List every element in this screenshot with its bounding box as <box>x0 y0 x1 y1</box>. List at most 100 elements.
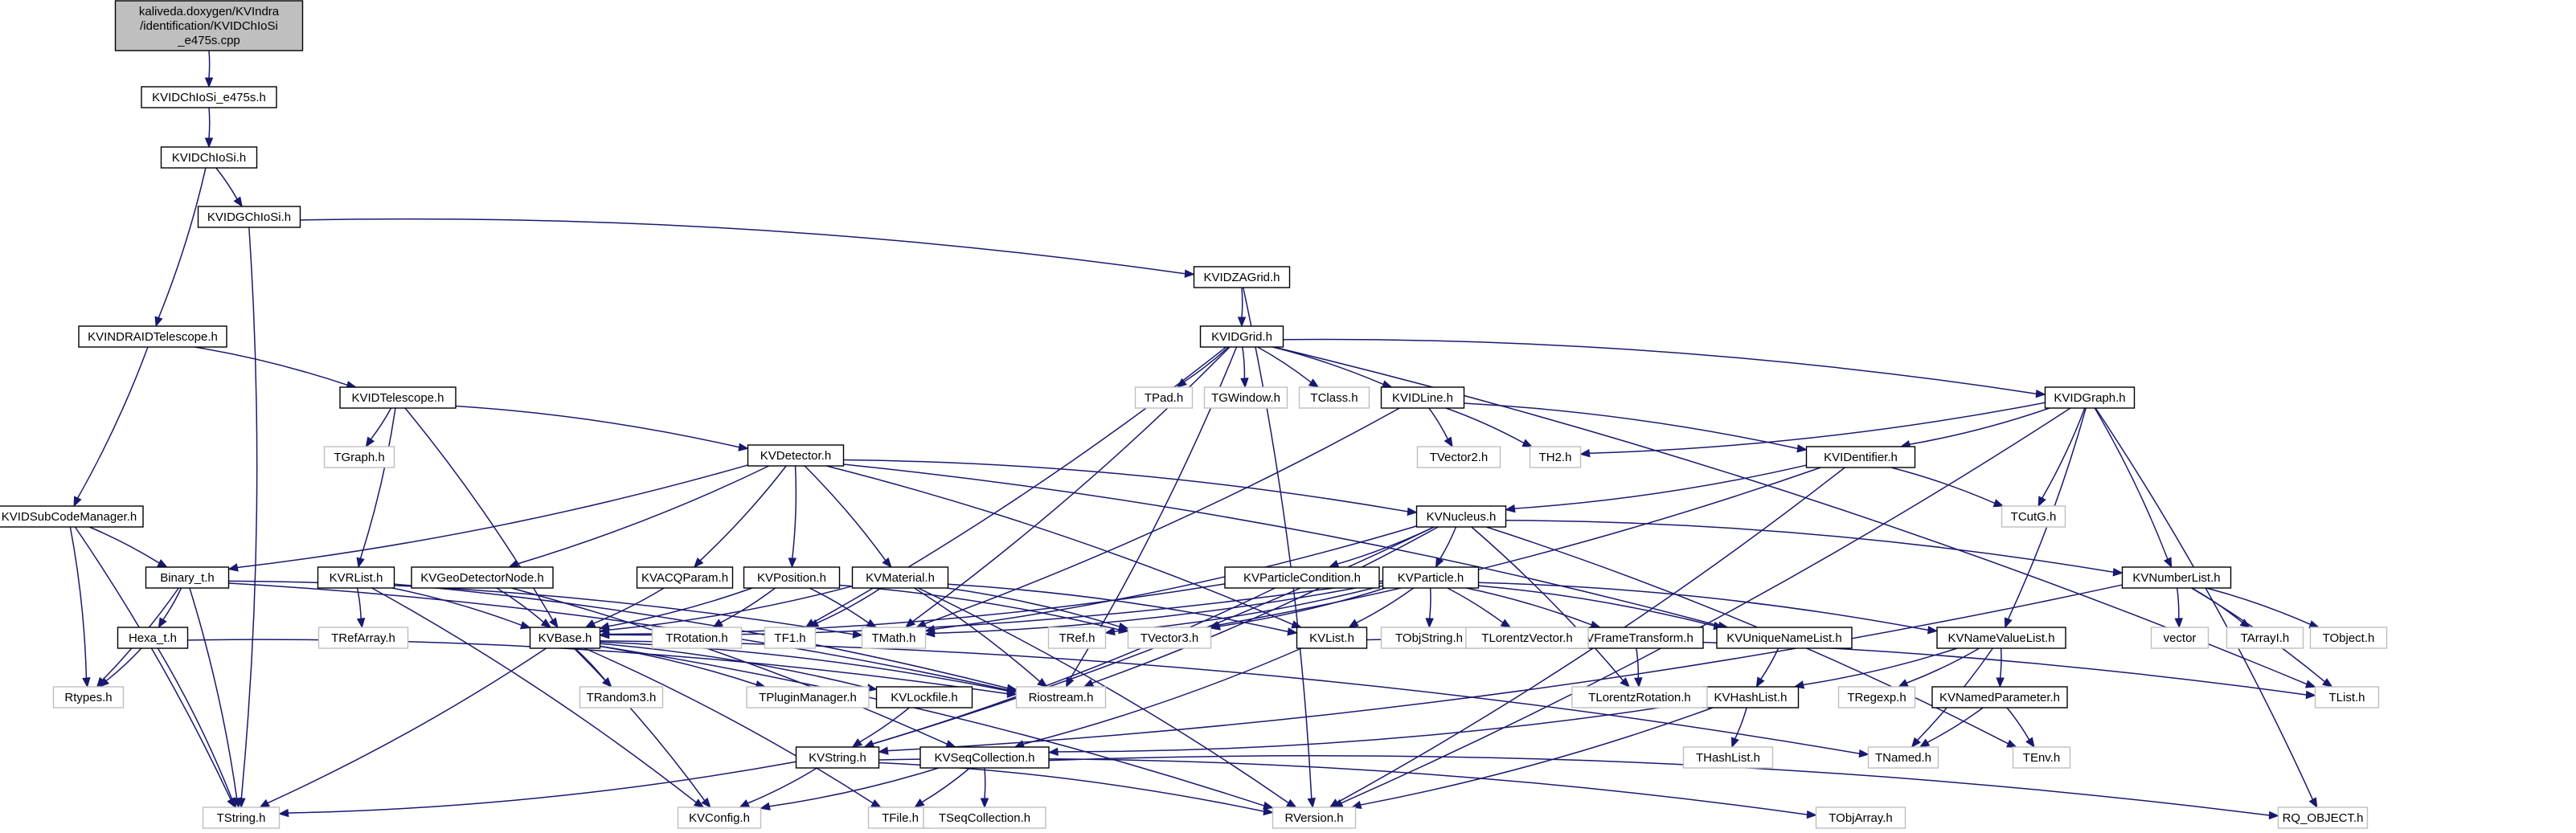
node-n-kvlist[interactable]: KVList.h <box>1296 627 1368 649</box>
node-box <box>117 627 189 649</box>
node-box <box>851 566 949 589</box>
node-n-namedparam[interactable]: KVNamedParameter.h <box>1931 686 2068 708</box>
node-x-trotation[interactable]: TRotation.h <box>651 627 743 649</box>
node-x-tlorentzvector[interactable]: TLorentzVector.h <box>1465 627 1589 649</box>
edge-arrowhead <box>866 619 878 628</box>
node-x-tvector3[interactable]: TVector3.h <box>1127 627 1212 649</box>
edge-n-detector-to-n-material <box>804 465 892 569</box>
node-n-rlist[interactable]: KVRList.h <box>317 566 395 589</box>
node-x-tgwindow[interactable]: TGWindow.h <box>1203 386 1288 409</box>
node-x-thashlist[interactable]: THashList.h <box>1682 746 1774 769</box>
node-x-kvconfig[interactable]: KVConfig.h <box>677 806 762 829</box>
edge-line <box>809 587 869 624</box>
node-n-idgraph[interactable]: KVIDGraph.h <box>2044 386 2136 409</box>
node-x-tregexp[interactable]: TRegexp.h <box>1837 686 1916 708</box>
dependency-edges <box>69 50 2333 820</box>
node-n-base[interactable]: KVBase.h <box>529 627 601 649</box>
node-n-chiosi[interactable]: KVIDChIoSi.h <box>160 146 258 169</box>
node-x-trefarray[interactable]: TRefArray.h <box>317 627 409 649</box>
node-label: KVNameValueList.h <box>1947 631 2054 645</box>
edge-arrowhead <box>1898 679 1909 688</box>
node-x-trandom3[interactable]: TRandom3.h <box>579 686 664 708</box>
node-x-tpad[interactable]: TPad.h <box>1134 386 1194 409</box>
edge-line <box>608 587 753 627</box>
node-n-numlist[interactable]: KVNumberList.h <box>2121 566 2232 589</box>
node-n-identifier[interactable]: KVIDentifier.h <box>1805 446 1916 468</box>
node-n-particle[interactable]: KVParticle.h <box>1382 566 1480 589</box>
edge-arrowhead <box>1240 378 1249 389</box>
node-n-geodet[interactable]: KVGeoDetectorNode.h <box>411 566 554 589</box>
node-n-acq[interactable]: KVACQParam.h <box>636 566 734 589</box>
edge-line <box>921 767 971 803</box>
node-x-tseqcollection[interactable]: TSeqCollection.h <box>923 806 1046 829</box>
node-x-tobjstring[interactable]: TObjString.h <box>1380 627 1478 649</box>
node-n-position[interactable]: KVPosition.h <box>743 566 841 589</box>
node-x-tpluginmanager[interactable]: TPluginManager.h <box>746 686 870 708</box>
edge-n-seqcoll-to-x-rqobject <box>1048 755 2279 820</box>
node-n-binary[interactable]: Binary_t.h <box>145 566 230 589</box>
node-x-tobjarray[interactable]: TObjArray.h <box>1815 806 1906 829</box>
node-n-subcode[interactable]: KVIDSubCodeManager.h <box>0 505 144 528</box>
node-label: RQ_OBJECT.h <box>2283 811 2364 825</box>
node-n-nucleus[interactable]: KVNucleus.h <box>1415 505 1507 528</box>
edge-n-seqcoll-to-x-kvconfig <box>760 767 940 811</box>
node-n-namevalue[interactable]: KVNameValueList.h <box>1936 627 2066 649</box>
edge-n-detector-to-n-binary <box>227 464 748 572</box>
node-x-tobject[interactable]: TObject.h <box>2309 627 2388 649</box>
edge-arrowhead <box>82 677 91 688</box>
node-x-tfile[interactable]: TFile.h <box>867 806 933 829</box>
node-n-frametrans[interactable]: KVFrameTransform.h <box>1567 627 1704 649</box>
edge-line <box>2205 587 2311 626</box>
node-label: TPad.h <box>1145 391 1183 405</box>
node-n-e475s[interactable]: KVIDChIoSi_e475s.h <box>141 86 277 108</box>
node-n-uniqlist[interactable]: KVUniqueNameList.h <box>1716 627 1853 649</box>
edge-n-material-to-x-tvector3 <box>946 587 1129 631</box>
node-x-rversion[interactable]: RVersion.h <box>1272 806 1357 829</box>
edge-arrowhead <box>914 798 925 808</box>
node-x-tf1[interactable]: TF1.h <box>764 627 817 649</box>
node-n-lockfile[interactable]: KVLockfile.h <box>875 686 973 708</box>
node-x-tnamed[interactable]: TNamed.h <box>1867 746 1939 769</box>
edge-n-seqcoll-to-x-tfile <box>914 767 971 808</box>
node-x-th2[interactable]: TH2.h <box>1529 446 1582 468</box>
edge-line <box>1760 647 1779 680</box>
node-n-partcond[interactable]: KVParticleCondition.h <box>1224 566 1380 589</box>
node-x-tcutg[interactable]: TCutG.h <box>2001 505 2066 528</box>
node-n-zagrid[interactable]: KVIDZAGrid.h <box>1193 266 1291 288</box>
node-n-kvstring[interactable]: KVString.h <box>795 746 880 769</box>
node-x-tref[interactable]: TRef.h <box>1047 627 1107 649</box>
node-n-idgrid[interactable]: KVIDGrid.h <box>1199 325 1284 348</box>
node-n-idtel[interactable]: KVIDTelescope.h <box>339 386 457 409</box>
edge-n-lockfile-to-n-kvstring <box>851 707 910 748</box>
node-x-tstring[interactable]: TString.h <box>202 806 281 829</box>
node-x-rtypes[interactable]: Rtypes.h <box>52 686 125 708</box>
edge-line <box>77 346 149 499</box>
node-x-tlist[interactable]: TList.h <box>2314 686 2380 708</box>
node-root[interactable]: kaliveda.doxygen/KVIndra/identification/… <box>114 0 304 51</box>
node-n-hashlist[interactable]: KVHashList.h <box>1702 686 1800 708</box>
edge-line <box>918 587 1289 804</box>
node-n-hexa[interactable]: Hexa_t.h <box>117 627 189 649</box>
node-label: TLorentzRotation.h <box>1588 691 1691 704</box>
node-box <box>1567 627 1704 649</box>
edge-arrowhead <box>2305 690 2316 700</box>
node-x-tmath[interactable]: TMath.h <box>861 627 927 649</box>
node-n-material[interactable]: KVMaterial.h <box>851 566 949 589</box>
node-x-vector[interactable]: vector <box>2150 627 2209 649</box>
node-x-tenv[interactable]: TEnv.h <box>2012 746 2071 769</box>
node-n-seqcoll[interactable]: KVSeqCollection.h <box>919 746 1050 769</box>
node-x-tclass[interactable]: TClass.h <box>1298 386 1370 409</box>
node-x-riostream[interactable]: Riostream.h <box>1015 686 1107 708</box>
node-x-tgraph[interactable]: TGraph.h <box>323 446 395 468</box>
node-box <box>1716 627 1853 649</box>
edge-line <box>208 107 211 139</box>
node-n-detector[interactable]: KVDetector.h <box>747 444 845 467</box>
node-x-rqobject[interactable]: RQ_OBJECT.h <box>2277 806 2369 829</box>
node-n-indratel[interactable]: KVINDRAIDTelescope.h <box>78 325 227 348</box>
edge-arrowhead <box>73 496 82 508</box>
node-n-gchiosi[interactable]: KVIDGChIoSi.h <box>197 206 301 228</box>
node-x-tvector2[interactable]: TVector2.h <box>1416 446 1501 468</box>
node-x-tarrayi[interactable]: TArrayI.h <box>2226 627 2304 649</box>
node-n-idline[interactable]: KVIDLine.h <box>1380 386 1465 409</box>
node-x-tlorentzrotation[interactable]: TLorentzRotation.h <box>1571 686 1708 708</box>
